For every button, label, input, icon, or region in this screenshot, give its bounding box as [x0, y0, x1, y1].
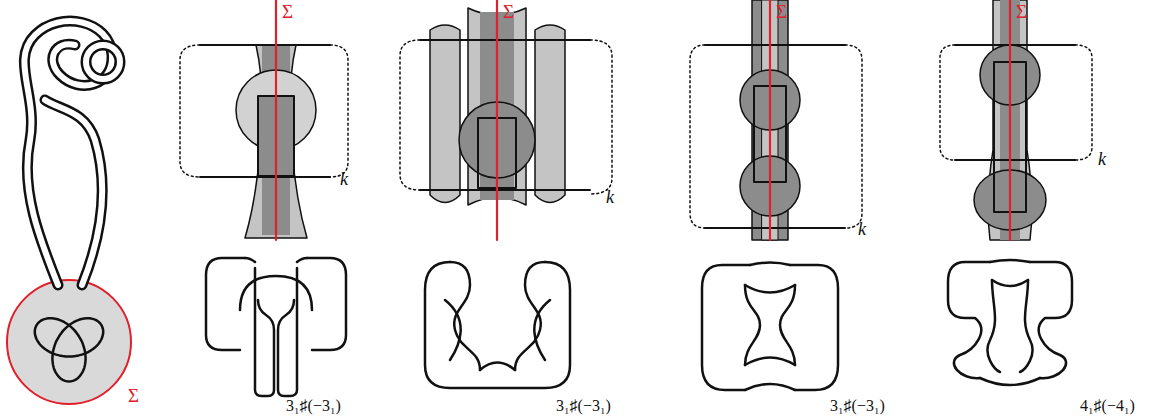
knot-caption: 3₁♯(−3₁) — [556, 397, 611, 415]
knot-caption: 4₁♯(−4₁) — [1080, 397, 1135, 415]
knot-label: k — [858, 220, 866, 240]
knot-label: k — [1098, 150, 1106, 170]
knot-label: k — [340, 170, 348, 190]
surface-label: Σ — [503, 2, 514, 23]
surface-label: Σ — [776, 2, 787, 23]
surface-label: Σ — [128, 386, 139, 407]
knot-caption: 3₁♯(−3₁) — [830, 397, 885, 415]
knot-label: k — [606, 188, 614, 208]
trefoil-knot — [35, 318, 103, 381]
surface-label: Σ — [1016, 2, 1027, 23]
surface-label: Σ — [282, 2, 293, 23]
knot-caption: 3₁♯(−3₁) — [286, 397, 341, 415]
